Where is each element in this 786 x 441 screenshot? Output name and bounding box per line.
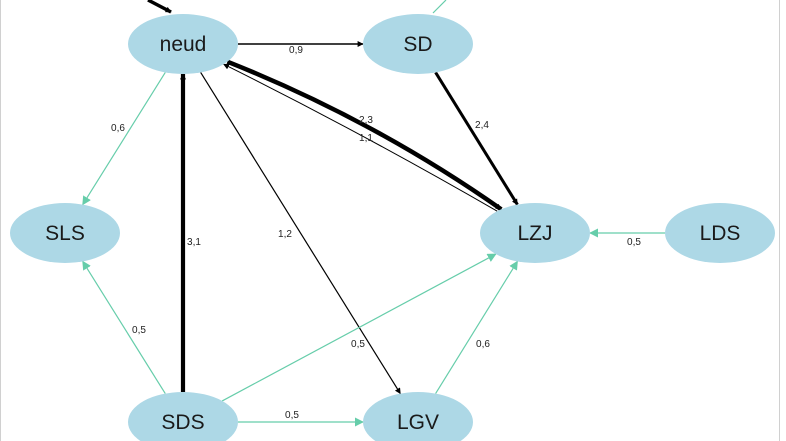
node-ellipse <box>363 14 473 74</box>
node-ellipse <box>128 14 238 74</box>
edge-line <box>223 63 498 212</box>
edge-weight-label: 1,2 <box>278 229 292 240</box>
node-lzj[interactable]: LZJ <box>480 203 590 263</box>
edge-line <box>434 71 519 206</box>
edge-weight-label: 0,6 <box>476 339 490 350</box>
edge-weight-label: 2,3 <box>359 115 373 126</box>
edge-weight-label: 0,9 <box>289 45 303 56</box>
edge-lgv-to-lzj: 0,6 <box>435 260 518 394</box>
edge-line <box>200 72 401 395</box>
node-label: SD <box>403 33 432 56</box>
edge-weight-label: 0,5 <box>627 237 641 248</box>
edge-line <box>221 253 497 402</box>
edge-weight-label: 0,5 <box>351 339 365 350</box>
edge-sds-to-neud: 3,1 <box>180 73 201 392</box>
edge-sds-to-sls: 0,5 <box>82 260 166 394</box>
node-label: LZJ <box>517 222 552 245</box>
edge-weight-label: 1,1 <box>359 133 373 144</box>
node-sls[interactable]: SLS <box>10 203 120 263</box>
node-lds[interactable]: LDS <box>665 203 775 263</box>
edge-lds-to-lzj: 0,5 <box>589 228 665 248</box>
edge-line <box>82 72 166 206</box>
node-ellipse <box>10 203 120 263</box>
edge-weight-label: 2,4 <box>475 120 489 131</box>
edges-layer: 0,9 2,3 1,1 2,4 1,2 3,1 0,6 0,5 0,5 0,5 0,6 0,5 <box>82 41 665 427</box>
edge-line <box>435 260 518 394</box>
node-ellipse <box>665 203 775 263</box>
edge-line <box>82 260 166 394</box>
node-ellipse <box>363 392 473 441</box>
node-label: LGV <box>397 411 439 434</box>
offscreen-edge-into-neud <box>147 0 172 14</box>
edge-neud-to-lzj: 2,3 <box>226 59 503 212</box>
edge-neud-to-sls: 0,6 <box>82 72 166 206</box>
edge-line <box>226 59 503 212</box>
node-ellipse <box>128 392 238 441</box>
edge-sds-to-lgv: 0,5 <box>238 410 364 427</box>
edge-weight-label: 0,6 <box>111 123 125 134</box>
edge-weight-label: 0,5 <box>285 410 299 421</box>
node-label: LDS <box>700 222 741 245</box>
edge-neud-to-lgv: 1,2 <box>200 72 401 395</box>
node-sds[interactable]: SDS <box>128 392 238 441</box>
edge-neud-to-sd: 0,9 <box>238 41 364 56</box>
edge-sd-to-lzj: 2,4 <box>434 71 519 206</box>
node-label: SDS <box>161 411 204 434</box>
offscreen-edge-from-sd <box>432 0 447 14</box>
edge-weight-label: 0,5 <box>132 325 146 336</box>
edge-lzj-to-neud: 1,1 <box>223 63 498 212</box>
edge-weight-label: 3,1 <box>187 237 201 248</box>
node-label: neud <box>160 33 207 56</box>
node-sd[interactable]: SD <box>363 14 473 74</box>
node-ellipse <box>480 203 590 263</box>
edge-sds-to-lzj: 0,5 <box>221 253 497 402</box>
node-neud[interactable]: neud <box>128 14 238 74</box>
node-label: SLS <box>45 222 85 245</box>
nodes-layer: neud SD SLS LZJ LDS SDS LGV <box>10 14 775 441</box>
node-lgv[interactable]: LGV <box>363 392 473 441</box>
